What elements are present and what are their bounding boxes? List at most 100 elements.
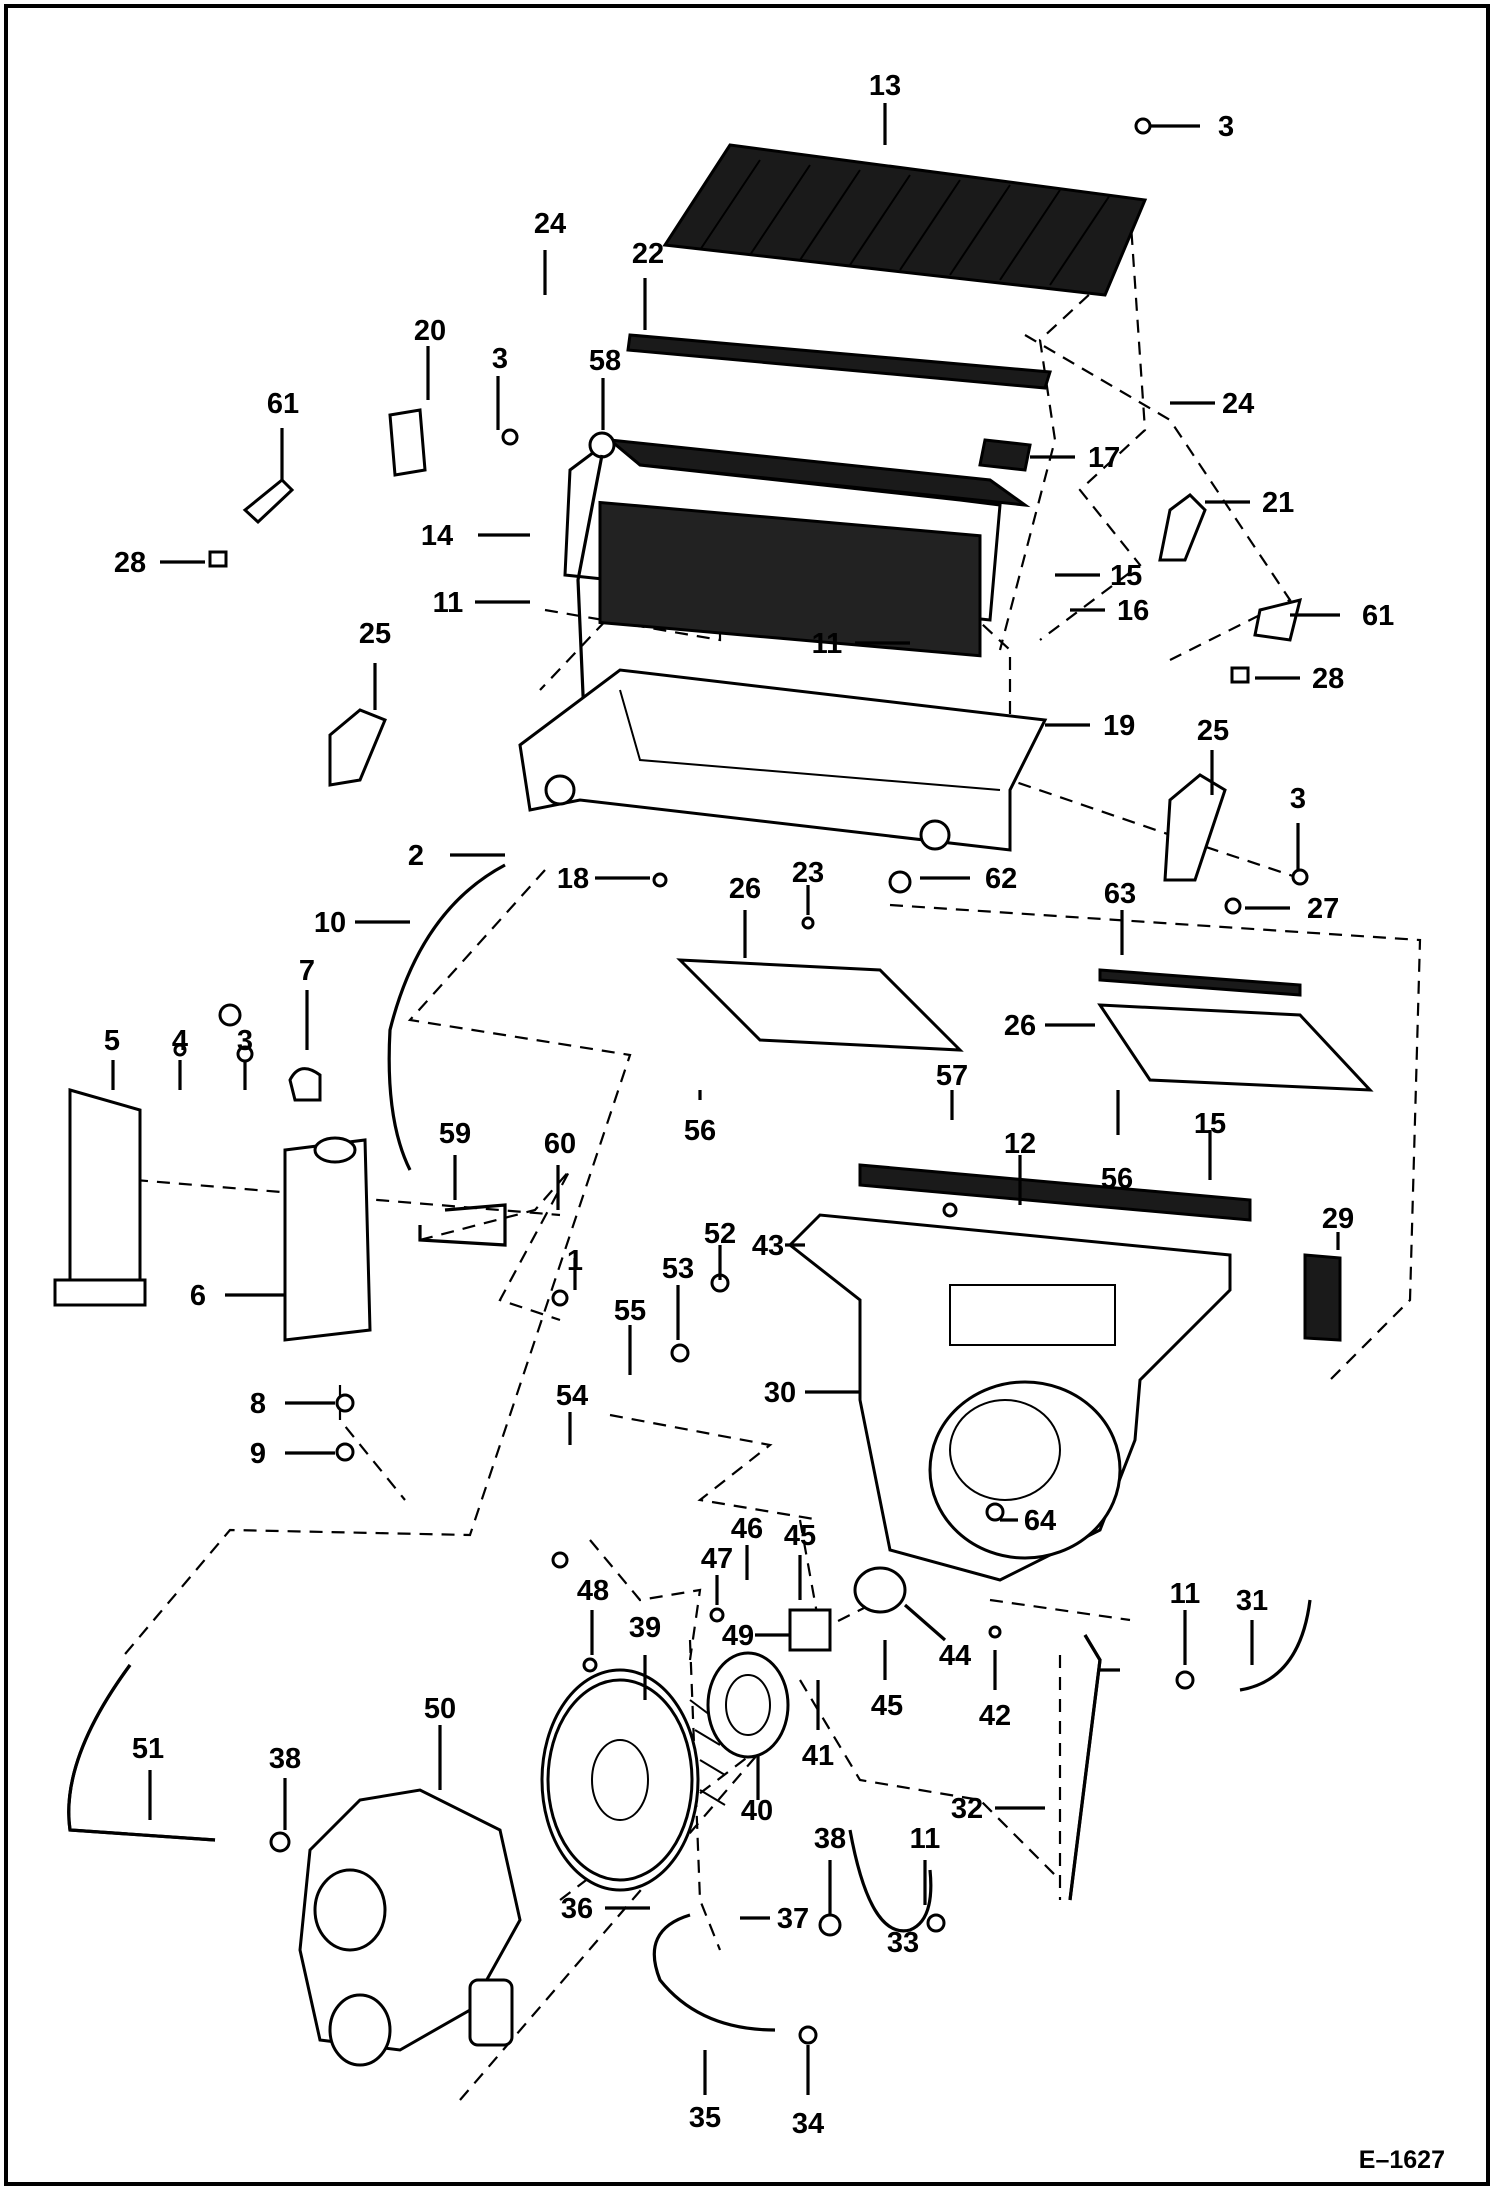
- part-22-seal-strip: [626, 333, 1052, 390]
- callout-40: 40: [741, 1755, 773, 1827]
- svg-text:14: 14: [421, 520, 453, 552]
- svg-text:64: 64: [1024, 1505, 1056, 1537]
- svg-text:26: 26: [729, 873, 761, 905]
- svg-text:37: 37: [777, 1903, 809, 1935]
- svg-text:6: 6: [190, 1280, 206, 1312]
- svg-text:26: 26: [1004, 1010, 1036, 1042]
- svg-text:12: 12: [1004, 1128, 1036, 1160]
- callout-3: 3: [1150, 111, 1234, 143]
- part-50-engine: [298, 1788, 522, 2067]
- svg-text:54: 54: [556, 1380, 588, 1412]
- callout-45: 45: [784, 1520, 816, 1600]
- callout-1: 1: [567, 1245, 583, 1290]
- svg-text:52: 52: [704, 1218, 736, 1250]
- callout-24: 24: [1170, 388, 1254, 420]
- callout-37: 37: [740, 1903, 809, 1935]
- part-hoses: [67, 1599, 1312, 2032]
- callout-3: 3: [1290, 783, 1306, 870]
- svg-text:3: 3: [237, 1025, 253, 1057]
- callout-61: 61: [267, 388, 299, 480]
- svg-text:53: 53: [662, 1253, 694, 1285]
- svg-text:1: 1: [567, 1245, 583, 1277]
- callout-54: 54: [556, 1380, 588, 1445]
- callout-51: 51: [132, 1733, 164, 1820]
- diagram-frame: [4, 4, 1490, 2186]
- svg-text:11: 11: [1170, 1578, 1201, 1610]
- svg-text:61: 61: [267, 388, 299, 420]
- svg-text:44: 44: [939, 1640, 971, 1672]
- svg-text:59: 59: [439, 1118, 471, 1150]
- figure-code: E–1627: [1359, 2146, 1445, 2174]
- svg-text:35: 35: [689, 2102, 721, 2134]
- part-12-15-29-blower-parts: [858, 1163, 1342, 1342]
- part-fasteners: [173, 117, 1309, 2045]
- callout-12: 12: [1004, 1128, 1036, 1205]
- callout-55: 55: [614, 1295, 646, 1375]
- callout-11: 11: [433, 587, 530, 619]
- callout-16: 16: [1070, 595, 1149, 627]
- svg-text:50: 50: [424, 1693, 456, 1725]
- callout-4: 4: [172, 1025, 188, 1090]
- callout-26: 26: [1004, 1010, 1095, 1042]
- svg-text:60: 60: [544, 1128, 576, 1160]
- callout-15: 15: [1055, 560, 1142, 592]
- callout-29: 29: [1322, 1203, 1354, 1250]
- part-13-cooler-screen: [662, 143, 1148, 297]
- callout-3: 3: [237, 1025, 253, 1090]
- svg-text:33: 33: [887, 1927, 919, 1959]
- svg-text:13: 13: [869, 70, 901, 102]
- part-40-adapter: [706, 1651, 790, 1759]
- callout-46: 46: [731, 1513, 763, 1580]
- callout-25: 25: [1197, 715, 1229, 795]
- callout-15: 15: [1194, 1108, 1226, 1180]
- svg-text:17: 17: [1088, 442, 1120, 474]
- svg-text:11: 11: [910, 1823, 941, 1855]
- svg-text:34: 34: [792, 2108, 824, 2140]
- svg-text:2: 2: [408, 840, 424, 872]
- svg-text:25: 25: [1197, 715, 1229, 747]
- svg-text:40: 40: [741, 1795, 773, 1827]
- callout-9: 9: [250, 1438, 335, 1470]
- callout-62: 62: [920, 863, 1017, 895]
- callout-27: 27: [1245, 893, 1339, 925]
- callout-17: 17: [1030, 442, 1120, 474]
- callout-21: 21: [1205, 487, 1294, 519]
- callout-11: 11: [910, 1823, 941, 1905]
- part-6-reservoir: [283, 863, 506, 1342]
- callout-10: 10: [314, 907, 410, 939]
- callout-53: 53: [662, 1253, 694, 1340]
- callout-30: 30: [764, 1377, 860, 1409]
- svg-text:16: 16: [1117, 595, 1149, 627]
- svg-text:47: 47: [701, 1543, 733, 1575]
- callout-3: 3: [492, 343, 508, 430]
- svg-text:51: 51: [132, 1733, 164, 1765]
- callout-32: 32: [951, 1793, 1045, 1825]
- svg-text:8: 8: [250, 1388, 266, 1420]
- callout-36: 36: [561, 1893, 650, 1925]
- callout-42: 42: [979, 1650, 1011, 1732]
- part-58-14-radiator: [563, 431, 1031, 741]
- callout-11: 11: [812, 628, 910, 660]
- callouts: 13 3 24 22 20 3 58 61 24 17 21 14 28 15 …: [104, 70, 1394, 2140]
- svg-text:62: 62: [985, 863, 1017, 895]
- callout-6: 6: [190, 1280, 285, 1312]
- svg-text:58: 58: [589, 345, 621, 377]
- callout-35: 35: [689, 2050, 721, 2134]
- svg-text:24: 24: [1222, 388, 1254, 420]
- callout-18: 18: [557, 863, 650, 895]
- svg-text:9: 9: [250, 1438, 266, 1470]
- callout-28: 28: [114, 547, 205, 579]
- svg-text:15: 15: [1194, 1108, 1226, 1140]
- callout-56: 56: [684, 1090, 716, 1147]
- svg-text:48: 48: [577, 1575, 609, 1607]
- svg-text:46: 46: [731, 1513, 763, 1545]
- svg-text:63: 63: [1104, 878, 1136, 910]
- callout-45: 45: [871, 1640, 903, 1722]
- callout-49: 49: [722, 1620, 790, 1652]
- svg-text:29: 29: [1322, 1203, 1354, 1235]
- callout-33: 33: [887, 1927, 919, 1959]
- part-small-brackets: [208, 408, 1303, 882]
- callout-34: 34: [792, 2045, 824, 2140]
- svg-text:42: 42: [979, 1700, 1011, 1732]
